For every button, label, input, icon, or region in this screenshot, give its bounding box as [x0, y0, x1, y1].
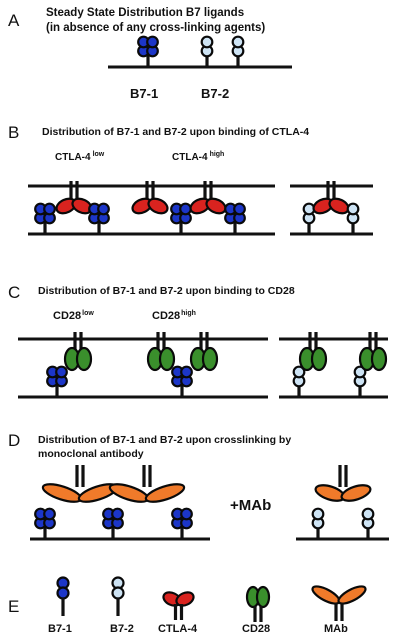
c-b71-dimer-1-upper-right — [55, 365, 68, 379]
b-b72-monomer-1 — [302, 202, 316, 234]
c-cd28-4 — [298, 332, 328, 372]
a-b71-dimer — [137, 35, 159, 67]
a-b72-monomer-1-upper — [200, 35, 214, 49]
legend-cd28-icon — [245, 585, 271, 622]
b-b71-dimer-4-upper-right — [233, 202, 246, 216]
legend-label-b71: B7-1 — [48, 623, 72, 635]
d-mab-3-arm-right — [340, 484, 372, 502]
c-cd28-5 — [358, 332, 388, 372]
panel-a-letter: A — [8, 11, 20, 30]
b-b71-dimer-2 — [88, 202, 110, 234]
b-ctla4-4 — [312, 181, 350, 215]
panel-a-title-line2: (in absence of any cross-linking agents) — [46, 22, 265, 34]
c-cd28-3-lobe-right — [201, 346, 219, 372]
panel-b: B Distribution of B7-1 and B7-2 upon bin… — [8, 123, 373, 236]
c-b71-dimer-2 — [171, 365, 193, 397]
c-b72-monomer-2-upper — [353, 365, 367, 379]
a-b72-monomer-2-upper — [231, 35, 245, 49]
c-b72-monomer-1 — [292, 365, 306, 397]
panel-a-label-b72: B7-2 — [201, 86, 229, 101]
b-b72-monomer-2-upper — [346, 202, 360, 216]
legend-label-b72: B7-2 — [110, 623, 134, 635]
c-b71-dimer-1 — [46, 365, 68, 397]
legend-b71-lower — [56, 586, 70, 600]
a-b71-dimer-upper-right — [146, 35, 159, 49]
c-b71-dimer-2-upper-right — [180, 365, 193, 379]
c-b72-monomer-1-upper — [292, 365, 306, 379]
b-b72-monomer-2 — [346, 202, 360, 234]
legend-ctla4-lobe-right — [175, 591, 195, 607]
legend-label-cd28: CD28 — [242, 623, 270, 635]
b-b71-dimer-1 — [34, 202, 56, 234]
d-b72-monomer-2-upper — [361, 507, 375, 521]
legend-mab-icon — [311, 585, 367, 621]
panel-a-label-b71: B7-1 — [130, 86, 158, 101]
d-mab-1 — [41, 465, 119, 503]
panel-e-legend-icons — [56, 576, 367, 622]
c-cd28-1-lobe-right — [75, 346, 93, 372]
c-cd28-2-lobe-right — [158, 346, 176, 372]
panel-c-title: Distribution of B7-1 and B7-2 upon bindi… — [38, 285, 295, 297]
d-b72-monomer-2 — [361, 507, 375, 539]
legend-label-mab: MAb — [324, 623, 348, 635]
b-b71-dimer-3 — [170, 202, 192, 234]
b-b71-dimer-4 — [224, 202, 246, 234]
panel-a: A Steady State Distribution B7 ligands (… — [8, 7, 292, 101]
panel-e: E B7-1 B7-2 CTLA-4 CD28 MAb — [8, 576, 367, 635]
c-b72-monomer-2 — [353, 365, 367, 397]
b-ctla4-1 — [55, 181, 93, 215]
panel-e-letter: E — [8, 597, 19, 616]
d-mab-3 — [314, 465, 372, 502]
a-b72-monomer-1 — [200, 35, 214, 67]
b-ctla4-2-lobe-right — [147, 197, 169, 215]
legend-ctla4-icon — [162, 591, 195, 620]
panel-a-molecules — [137, 35, 245, 67]
c-cd28-4-lobe-right — [310, 346, 328, 372]
panel-b-title: Distribution of B7-1 and B7-2 upon bindi… — [42, 126, 309, 138]
legend-b71-icon — [56, 576, 70, 616]
d-b71-dimer-3 — [171, 507, 193, 539]
panel-c-molecules — [46, 332, 388, 397]
legend-b72-icon — [111, 576, 125, 616]
panel-c: C Distribution of B7-1 and B7-2 upon bin… — [8, 283, 388, 399]
legend-label-ctla4: CTLA-4 — [158, 623, 198, 635]
b-b71-dimer-3-upper-right — [179, 202, 192, 216]
panel-d-mab-label: +MAb — [230, 497, 271, 514]
c-cd28-1 — [63, 332, 93, 372]
b-b71-dimer-1-upper-right — [43, 202, 56, 216]
panel-c-label-low: CD28low — [53, 310, 94, 322]
d-mab-2-arm-right — [144, 483, 186, 503]
legend-cd28-lobe-right — [255, 585, 271, 609]
a-b72-monomer-2 — [231, 35, 245, 67]
panel-b-letter: B — [8, 123, 19, 142]
d-b72-monomer-1 — [311, 507, 325, 539]
panel-d-title-line2: monoclonal antibody — [38, 448, 144, 460]
b-ctla4-3 — [189, 181, 227, 215]
panel-d-letter: D — [8, 431, 20, 450]
c-cd28-5-lobe-right — [370, 346, 388, 372]
d-b71-dimer-3-upper-right — [180, 507, 193, 521]
d-b71-dimer-2 — [102, 507, 124, 539]
legend-b72-lower — [111, 586, 125, 600]
d-b71-dimer-1 — [34, 507, 56, 539]
d-b72-monomer-1-upper — [311, 507, 325, 521]
panel-d-molecules — [34, 465, 375, 539]
c-cd28-3 — [189, 332, 219, 372]
legend-mab-arm-right — [337, 585, 367, 605]
panel-d-title-line1: Distribution of B7-1 and B7-2 upon cross… — [38, 434, 291, 446]
panel-c-letter: C — [8, 283, 20, 302]
panel-a-title-line1: Steady State Distribution B7 ligands — [46, 7, 244, 19]
panel-d: D Distribution of B7-1 and B7-2 upon cro… — [8, 431, 389, 541]
b-b71-dimer-2-upper-right — [97, 202, 110, 216]
panel-b-molecules — [34, 181, 360, 234]
c-cd28-2 — [146, 332, 176, 372]
panel-c-label-high: CD28high — [152, 310, 196, 322]
d-mab-2 — [108, 465, 186, 503]
b-ctla4-2 — [131, 181, 169, 215]
d-b71-dimer-2-upper-right — [111, 507, 124, 521]
d-b71-dimer-1-upper-right — [43, 507, 56, 521]
